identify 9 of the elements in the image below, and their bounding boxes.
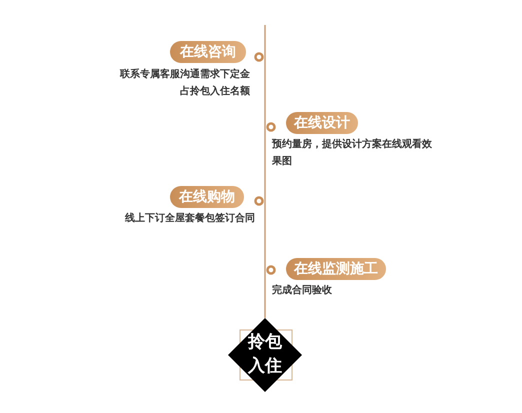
step-pill: 在线咨询 — [170, 41, 246, 63]
step-pill: 在线设计 — [286, 112, 358, 134]
step-description: 预约量房，提供设计方案在线观看效果图 — [272, 137, 432, 169]
step-description: 完成合同验收 — [272, 283, 333, 298]
step-pill: 在线购物 — [170, 186, 244, 208]
step-pill: 在线监测施工 — [286, 258, 386, 280]
step-description: 线上下订全屋套餐包签订合同 — [124, 212, 255, 226]
step-description: 联系专属客服沟通需求下定金占拎包入住名额 — [120, 67, 250, 99]
goal-diamond: 拎包入住 — [228, 318, 302, 392]
